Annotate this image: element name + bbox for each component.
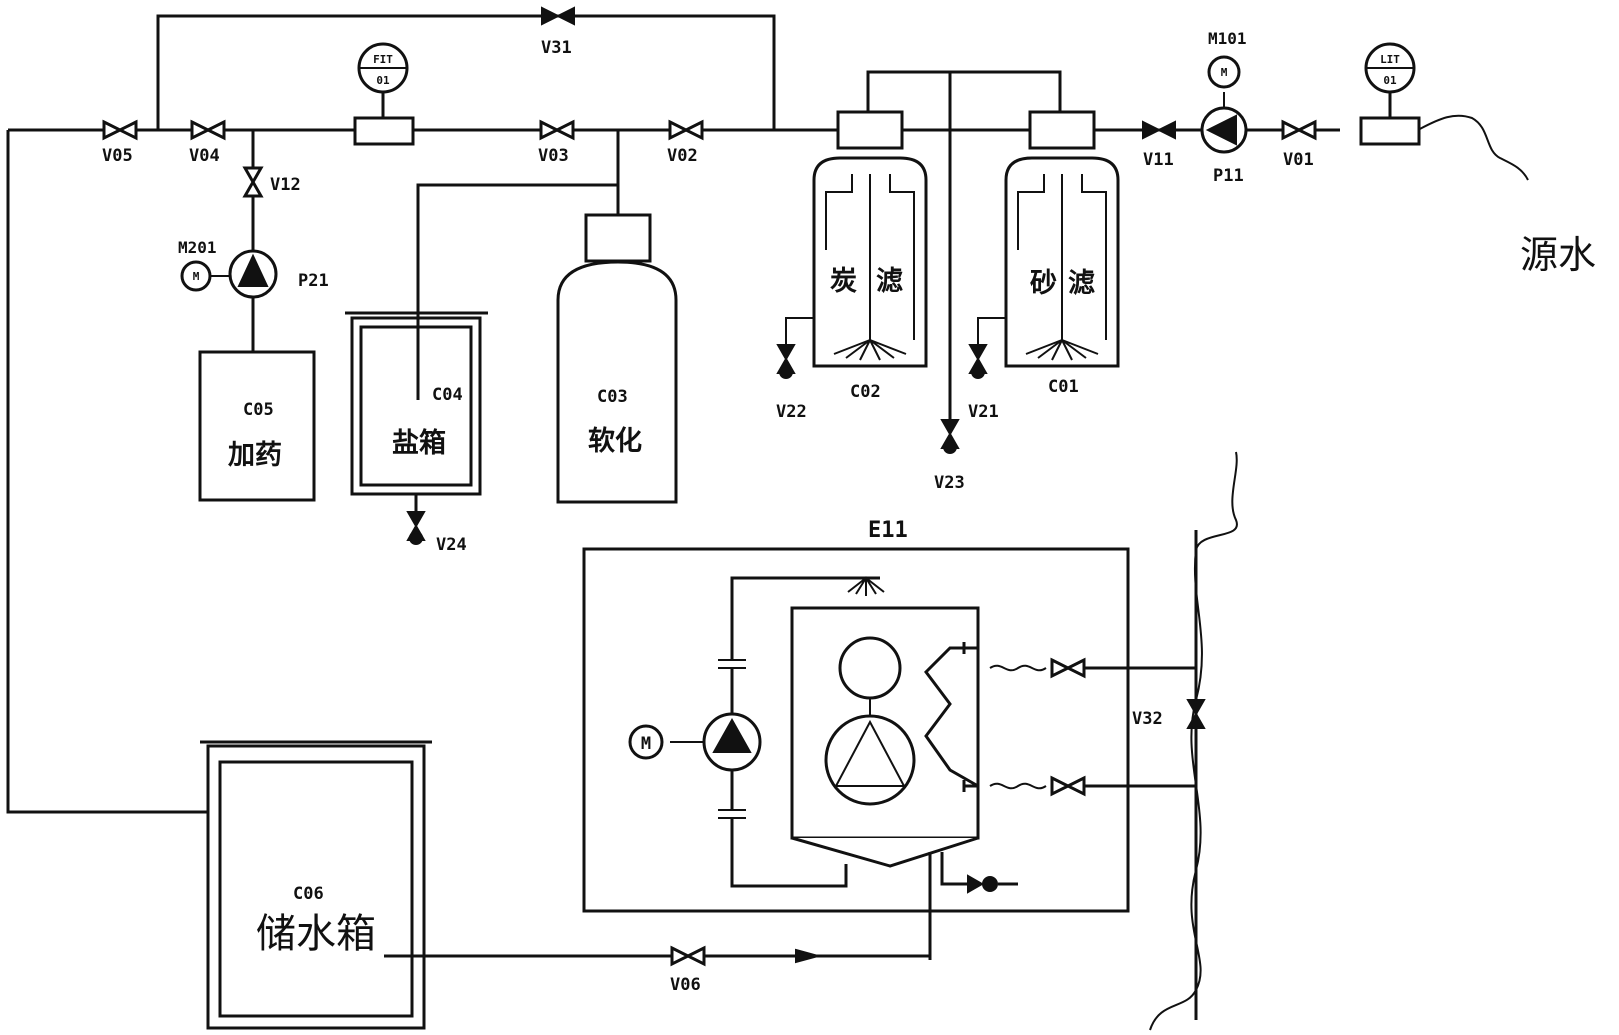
tank-c05 (198, 350, 316, 502)
label-v01: V01 (1283, 150, 1314, 170)
label-v31: V31 (541, 38, 572, 58)
c03-code: C03 (597, 387, 628, 407)
label-v32: V32 (1132, 709, 1163, 729)
tank-c04 (345, 185, 488, 545)
motor-m101-symbol: M (1221, 66, 1228, 79)
label-v03: V03 (538, 146, 569, 166)
c04-name: 盐箱 (392, 427, 446, 459)
label-v05: V05 (102, 146, 133, 166)
c02-name-1: 炭 (830, 266, 857, 297)
c04-code: C04 (432, 385, 463, 405)
label-v21: V21 (968, 402, 999, 422)
pump-p21 (180, 249, 278, 299)
c02-name-2: 滤 (876, 266, 903, 297)
inline-valves (102, 6, 1317, 198)
valve-v32-icon[interactable] (1186, 699, 1206, 729)
valve-v06-icon[interactable] (670, 945, 706, 967)
valve-v11-icon[interactable] (1142, 120, 1176, 140)
label-v12: V12 (270, 175, 301, 195)
tank-c03 (556, 213, 678, 504)
cooling-lines (989, 451, 1238, 1031)
level-transmitter-lit01 (1359, 42, 1421, 146)
tank-c02 (776, 110, 928, 379)
valve-v02-icon[interactable] (668, 119, 704, 141)
label-v04: V04 (189, 146, 220, 166)
tank-c06 (200, 740, 930, 1030)
label-v11: V11 (1143, 150, 1174, 170)
drain-v23 (940, 419, 960, 454)
tank-c01 (968, 110, 1120, 379)
label-p21: P21 (298, 271, 329, 291)
valve-v05-icon[interactable] (102, 119, 138, 141)
valve-v01-icon[interactable] (1281, 119, 1317, 141)
c05-code: C05 (243, 400, 274, 420)
c01-name-2: 滤 (1068, 268, 1095, 299)
e11-label: E11 (868, 518, 908, 543)
motor-m201-symbol: M (193, 270, 200, 283)
valve-v03-icon[interactable] (539, 119, 575, 141)
valve-v04-icon[interactable] (190, 119, 226, 141)
label-m201: M201 (178, 238, 217, 257)
pump-p11 (1200, 55, 1248, 154)
c01-code: C01 (1048, 377, 1079, 397)
lit-top-label: LIT (1380, 53, 1400, 66)
valve-v31-icon[interactable] (541, 6, 575, 26)
c03-name: 软化 (588, 426, 642, 457)
c06-name: 储水箱 (256, 911, 376, 957)
lit-bot-label: 01 (1383, 74, 1397, 87)
label-v22: V22 (776, 402, 807, 422)
label-v24: V24 (436, 535, 467, 555)
valve-v12-icon[interactable] (242, 166, 264, 198)
unit-e11 (582, 547, 1130, 960)
label-p11: P11 (1213, 166, 1244, 186)
label-v23: V23 (934, 473, 965, 493)
source-water-label: 源水 (1520, 233, 1596, 277)
labels: V31 V05 V04 V03 V02 V12 V11 V01 V22 V21 … (102, 29, 1596, 995)
fit-top-label: FIT (373, 53, 393, 66)
motor-e11-symbol: M (641, 734, 651, 754)
flow-meter-fit01 (353, 42, 415, 146)
label-v02: V02 (667, 146, 698, 166)
c06-code: C06 (293, 884, 324, 904)
c01-name-1: 砂 (1030, 268, 1057, 299)
c05-name: 加药 (228, 440, 282, 471)
fit-bot-label: 01 (376, 74, 390, 87)
label-m101: M101 (1208, 29, 1247, 48)
label-v06: V06 (670, 975, 701, 995)
c02-code: C02 (850, 382, 881, 402)
